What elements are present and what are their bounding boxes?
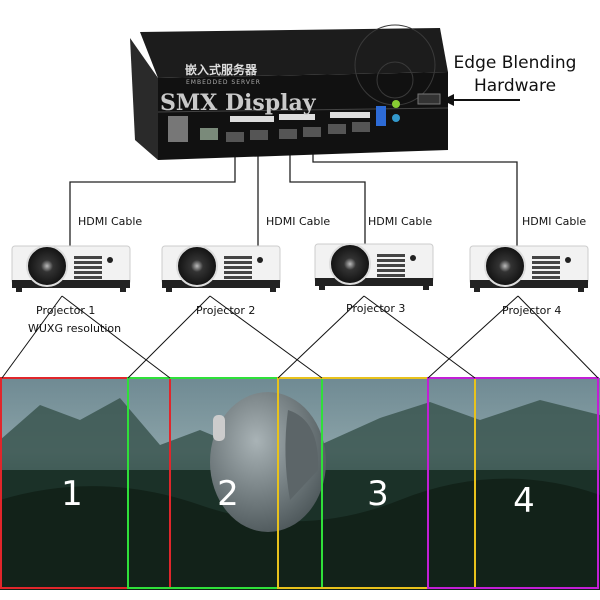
projector-3 [314,243,434,290]
usb-ports [376,106,386,126]
hdmi-cables [69,150,518,258]
power-switch [417,93,441,105]
projector-1 [11,245,131,292]
ethernet-port [168,116,188,142]
cable-label-2: HDMI Cable [266,215,330,228]
cable-label-4: HDMI Cable [522,215,586,228]
lens-icon [176,245,218,287]
zone-frame-3 [277,377,476,589]
title-line-1: Edge Blending [454,53,577,73]
zone-number-1: 1 [61,474,83,514]
hdmi-ports [226,122,370,142]
title-line-2: Hardware [474,76,556,96]
zone-number-4: 4 [513,481,535,521]
ethernet-port [200,128,218,140]
projector-note-1: WUXG resolution [28,322,121,335]
projector-label-2: Projector 2 [196,304,255,317]
zone-number-2: 2 [217,474,239,514]
zone-frame-4 [427,377,599,589]
server-subtitle: EMBEDDED SERVER [186,79,261,86]
lens-icon [329,243,371,285]
projector-label-1: Projector 1 [36,304,95,317]
projector-2 [161,245,281,292]
projector-label-3: Projector 3 [346,302,405,315]
projector-label-4: Projector 4 [502,304,561,317]
zone-frame-2 [127,377,323,589]
cable-label-3: HDMI Cable [368,215,432,228]
arrow-head-icon [442,94,454,106]
watermark-smx-display: SMX Display [160,90,317,116]
cable-label-1: HDMI Cable [78,215,142,228]
lens-icon [484,245,526,287]
server-chinese-label: 嵌入式服务器 [185,62,258,77]
zone-frame-1 [0,377,171,589]
edge-blending-server: 嵌入式服务器 EMBEDDED SERVER SMX Display [130,24,449,160]
projector-4 [469,245,589,292]
projected-image [0,378,600,590]
projection-beams [1,295,599,379]
lens-icon [26,245,68,287]
zone-number-3: 3 [367,474,389,514]
